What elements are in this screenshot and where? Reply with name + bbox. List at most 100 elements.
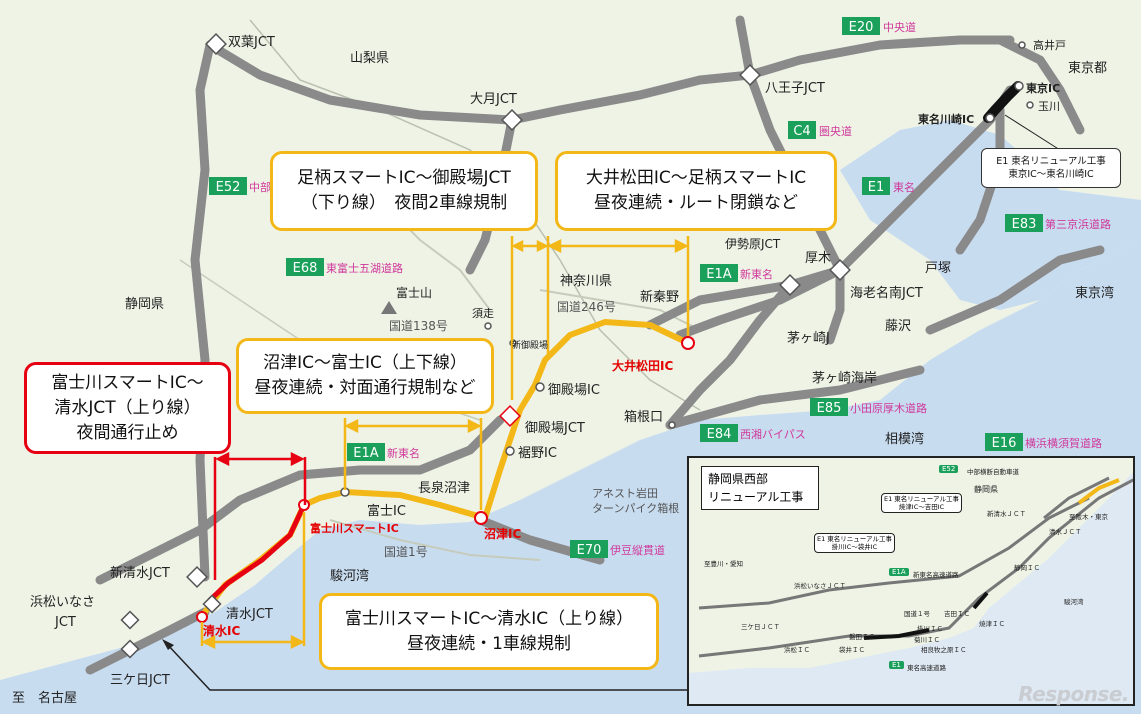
badge-e84-text: E84 <box>707 427 732 442</box>
callout-ashigara-gotemba: 足柄スマートIC〜御殿場JCT （下り線） 夜間2車線規制 <box>270 151 538 231</box>
mikkabi-marker[interactable] <box>120 639 140 659</box>
hakoneguchi-marker[interactable] <box>668 421 676 429</box>
inset-title-box: 静岡県西部 リニューアル工事 <box>701 466 819 510</box>
label-otsuki-jct: 大月JCT <box>470 92 517 107</box>
inset-box2-line1: E1 東名リニューアル工事 <box>817 535 892 543</box>
route-1-line <box>329 519 541 561</box>
badge-c4-text: C4 <box>793 124 810 139</box>
inset-label-suruga: 駿河湾 <box>1064 598 1084 606</box>
label-totsuka: 戸塚 <box>925 261 951 276</box>
badge-e20: E20 <box>842 17 880 35</box>
shimizu-jct-marker[interactable] <box>202 594 222 614</box>
callout-fujikawa-shimizujct-line3: 夜間通行止め <box>76 422 179 443</box>
label-suruga-bay: 駿河湾 <box>330 568 369 584</box>
label-nagaizumi-numazu: 長泉沼津 <box>418 480 470 496</box>
label-yamanashi: 山梨県 <box>350 51 389 66</box>
callout-fujikawa-shimizuic-line1: 富士川スマートIC〜清水IC（上り線） <box>344 608 634 629</box>
inset-label-shimizu: 清水ＪＣＴ <box>1049 528 1082 536</box>
name-e52: 中部 <box>249 180 271 194</box>
badge-e16-text: E16 <box>992 436 1017 451</box>
inset-chubu-road <box>1043 476 1110 520</box>
inset-land <box>689 458 1133 673</box>
label-tamagawa: 玉川 <box>1038 100 1060 113</box>
inset-name-e1a: 新東名高速道路 <box>913 571 959 579</box>
inset-map-western-shizuoka: 静岡県西部 リニューアル工事 E1 東名リニューアル工事 焼津IC〜吉田IC E… <box>687 456 1135 706</box>
inset-box1-line1: E1 東名リニューアル工事 <box>884 495 959 503</box>
badge-c4: C4 <box>788 121 816 139</box>
inset-label-yaizu: 焼津ＩＣ <box>979 620 1005 628</box>
susono-ic-marker[interactable] <box>505 446 515 456</box>
closure-bracket <box>213 451 307 580</box>
inset-label-kakegawa: 掛川ＩＣ <box>917 625 943 633</box>
inset-badge-e52: E52 <box>939 465 959 473</box>
callout-fujikawa-shimizujct-line2: 清水JCT（上り線） <box>54 397 201 418</box>
isehara-jct-marker[interactable] <box>779 274 801 296</box>
inset-box1-line2: 焼津IC〜吉田IC <box>898 503 945 511</box>
hachioji-jct-marker[interactable] <box>739 64 761 86</box>
badge-e1: E1 <box>862 177 890 195</box>
subashiri-marker[interactable] <box>484 322 492 330</box>
inset-callout-yaizu-yoshida: E1 東名リニューアル工事 焼津IC〜吉田IC <box>881 493 962 513</box>
callout-e1-renewal-line2: 東京IC〜東名川崎IC <box>1008 169 1094 180</box>
callout-oimatsuda-ashigara-line1: 大井松田IC〜足柄スマートIC <box>585 168 807 188</box>
shinshimizu-jct-marker[interactable] <box>186 566 208 588</box>
badge-e52-text: E52 <box>216 180 241 195</box>
name-e20: 中央道 <box>883 20 916 34</box>
label-hachioji-jct: 八王子JCT <box>765 81 825 96</box>
badge-e16: E16 <box>985 433 1023 451</box>
hamamatsu-inasa-marker[interactable] <box>120 610 140 630</box>
tokyo-road <box>995 35 1085 135</box>
name-e83: 第三京浜道路 <box>1045 217 1111 231</box>
mount-fuji-icon <box>381 301 397 314</box>
name-e16: 横浜横須賀道路 <box>1025 436 1102 450</box>
gotemba-ic-marker[interactable] <box>535 382 545 392</box>
badge-e1-text: E1 <box>868 180 885 195</box>
name-e84: 西湘バイパス <box>740 427 806 441</box>
badge-e20-text: E20 <box>849 20 874 35</box>
inset-label-shizuoka-ic: 静岡ＩＣ <box>1014 564 1040 572</box>
takaido-marker[interactable] <box>1018 41 1026 49</box>
inset-label-makinohara: 相良牧之原ＩＣ <box>921 646 967 654</box>
shimizu-ic-marker[interactable] <box>196 611 208 623</box>
e1-callout-pointer <box>1004 114 1061 151</box>
callout-e1-renewal-line1: E1 東名リニューアル工事 <box>996 156 1106 167</box>
inset-roads <box>698 476 1133 658</box>
label-tokyo-to: 東京都 <box>1068 60 1107 76</box>
inset-label-to-tokyo: 至阪木・東京 <box>1069 513 1108 521</box>
inset-label-mikkabi: 三ケ日ＪＣＴ <box>741 623 780 631</box>
badge-e83-text: E83 <box>1012 217 1037 232</box>
label-fuji-ic: 富士IC <box>367 503 406 519</box>
gotemba-jct-marker[interactable] <box>499 405 521 427</box>
e84-road <box>665 365 925 430</box>
e83-road <box>955 105 1005 255</box>
futaba-jct-marker[interactable] <box>205 33 227 55</box>
place-labels: 双葉JCT 山梨県 大月JCT 八王子JCT 高井戸 東京都 東京IC 玉川 東… <box>12 35 1114 706</box>
tokyo-ic-marker[interactable] <box>1014 81 1024 91</box>
inset-shintomei-road <box>698 496 1090 610</box>
kawasaki-ic-marker[interactable] <box>985 113 995 123</box>
oimatsuda-ic-marker[interactable] <box>681 336 695 350</box>
label-sagami-bay: 相模湾 <box>885 431 924 447</box>
tamagawa-marker[interactable] <box>1026 101 1034 109</box>
label-shinmatsuda: 新秦野 <box>640 289 679 305</box>
otsuki-jct-marker[interactable] <box>501 109 523 131</box>
ebina-jct-marker[interactable] <box>829 259 851 281</box>
label-mikkabi-jct: 三ケ日JCT <box>110 673 170 688</box>
label-shimizu-ic: 清水IC <box>203 623 240 638</box>
inset-badge-e1: E1 <box>889 661 904 669</box>
inset-pointer-line <box>165 642 690 691</box>
badge-e1a-south: E1A <box>347 443 385 461</box>
inset-label-hamamatsu: 浜松ＩＣ <box>784 646 810 654</box>
callout-e1-renewal-tokyo: E1 東名リニューアル工事 東京IC〜東名川崎IC <box>981 148 1121 188</box>
name-e1: 東名 <box>893 180 915 194</box>
label-hakoneguchi: 箱根口 <box>624 409 663 425</box>
label-shinshimizu-jct: 新清水JCT <box>110 565 170 581</box>
label-takaido: 高井戸 <box>1033 38 1066 52</box>
inset-label-shizuoka: 静岡県 <box>974 485 998 494</box>
numazu-ic-marker[interactable] <box>474 511 488 525</box>
route-badges: E20 E52 C4 E1 E83 E68 E1A E85 E84 E16 E1… <box>209 17 1043 558</box>
callout-numazu-fuji-line1: 沼津IC〜富士IC（上下線） <box>263 353 467 373</box>
callout-numazu-fuji: 沼津IC〜富士IC（上下線） 昼夜連続・対面通行規制など <box>236 338 494 414</box>
label-fujisawa: 藤沢 <box>885 319 911 334</box>
